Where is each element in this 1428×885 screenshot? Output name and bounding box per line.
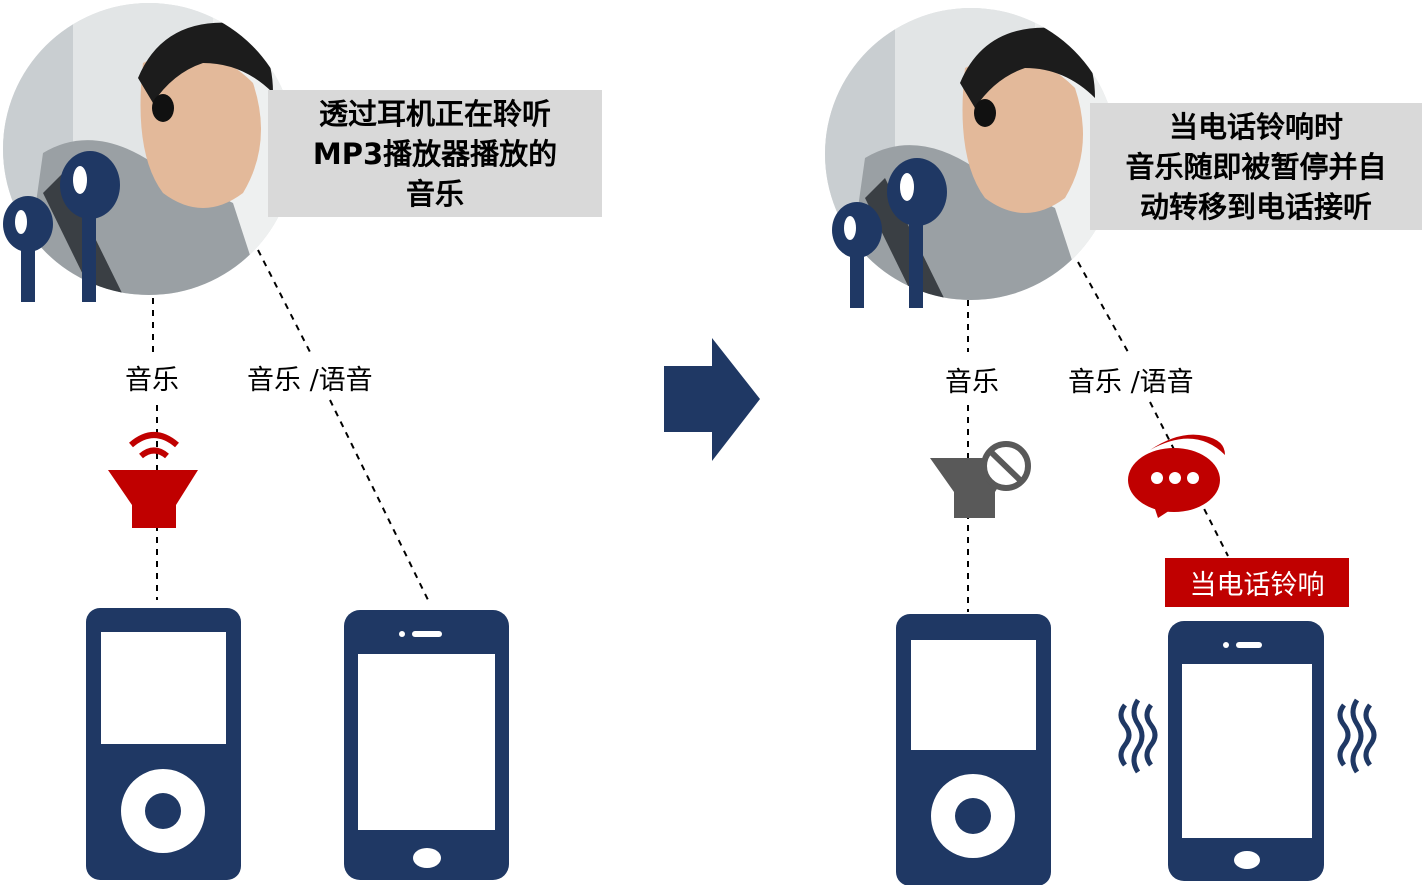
label-music-voice: 音乐 /语音 xyxy=(247,365,373,396)
connector-line xyxy=(257,249,311,353)
ring-label: 当电话铃响 xyxy=(1165,558,1349,607)
callout-line: 音乐 xyxy=(405,176,464,211)
callout-line: 透过耳机正在聆听 xyxy=(318,96,551,131)
callout-call-handover: 当电话铃响时 音乐随即被暂停并自 动转移到电话接听 xyxy=(1090,103,1422,230)
label-music: 音乐 xyxy=(945,367,999,398)
label-music-voice: 音乐 /语音 xyxy=(1068,367,1194,398)
vibration-icon xyxy=(1337,698,1377,774)
vibration-icon xyxy=(1118,698,1158,774)
earphones-icon xyxy=(832,158,947,308)
smartphone-icon xyxy=(344,610,509,880)
mp3-player-icon xyxy=(86,608,241,880)
person-portrait-right xyxy=(825,8,1117,300)
callout-listening: 透过耳机正在聆听 MP3播放器播放的 音乐 xyxy=(268,90,602,217)
callout-line: MP3播放器播放的 xyxy=(312,136,558,171)
mp3-player-icon xyxy=(896,614,1051,885)
connector-line xyxy=(1077,261,1129,353)
label-music: 音乐 xyxy=(125,365,179,396)
speaker-muted-icon xyxy=(930,441,1031,518)
connector-line xyxy=(329,399,431,605)
callout-line: 动转移到电话接听 xyxy=(1139,189,1372,224)
chat-bubble-icon xyxy=(1128,434,1225,518)
speaker-sound-icon xyxy=(108,432,198,528)
callout-line: 音乐随即被暂停并自 xyxy=(1125,149,1387,184)
callout-line: 当电话铃响时 xyxy=(1168,109,1343,144)
arrow-right-icon xyxy=(664,338,760,461)
smartphone-icon xyxy=(1168,621,1324,881)
earphones-icon xyxy=(3,151,120,302)
